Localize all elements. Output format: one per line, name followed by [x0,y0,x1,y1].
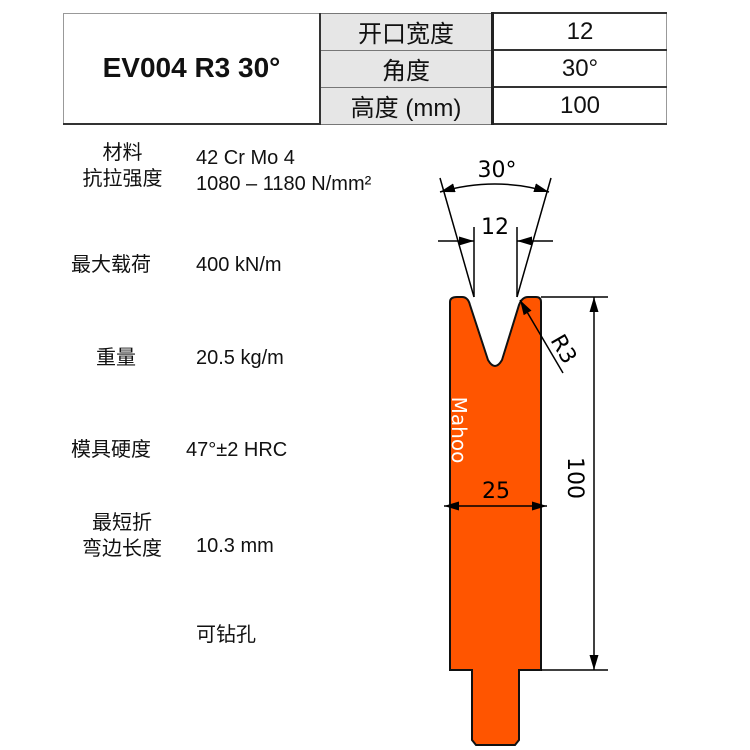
width-dimension: 25 [482,479,510,504]
weight-value: 20.5 kg/m [196,347,284,369]
model-title: EV004 R3 30° [63,12,321,125]
angle-dimension: 30° [478,158,517,183]
die-body [449,296,542,746]
hardness-value: 47°±2 HRC [186,439,288,461]
opening-dimension: 12 [481,215,509,240]
angle-value: 30° [491,49,667,88]
hardness-label: 模具硬度 [71,439,151,461]
opening-value: 12 [491,12,667,51]
weight-label: 重量 [96,347,136,369]
brand-label: Mahoo [447,397,471,464]
height-label: 高度 (mm) [319,86,493,125]
max-load-label: 最大载荷 [71,254,151,276]
drillable-note: 可钻孔 [196,624,256,646]
material-label: 材料抗拉强度 [82,142,163,190]
max-load-value: 400 kN/m [196,254,282,276]
radius-dimension: R3 [545,331,581,369]
height-dimension: 100 [562,457,587,499]
height-value: 100 [491,86,667,125]
min-flange-value: 10.3 mm [196,535,274,557]
min-flange-label: 最短折弯边长度 [82,512,162,560]
spec-table: EV004 R3 30° 开口宽度 12 角度 30° 高度 (mm) 100 [63,12,667,125]
